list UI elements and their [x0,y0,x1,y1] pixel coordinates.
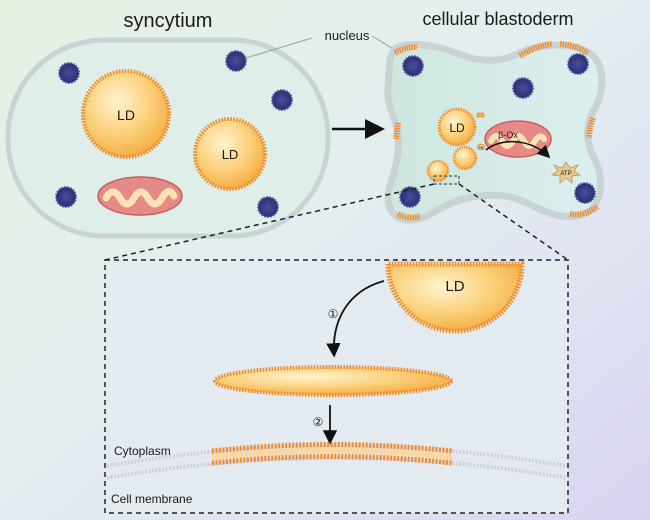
nucleus-icon [402,55,424,77]
lipid-droplet-medium [452,145,478,171]
flattened-lipid-droplet [213,365,453,397]
nucleus-icon [574,182,596,204]
nucleus-icon [399,186,421,208]
cell-membrane-label: Cell membrane [111,492,193,506]
syncytium-title: syncytium [124,10,213,32]
nucleus-icon [512,77,534,99]
lipid-droplet-blastoderm: LD [437,107,477,147]
nucleus-icon [58,62,80,84]
ld-label: LD [222,147,239,162]
membrane-patches [393,41,600,221]
syncytium-cell [5,37,331,239]
nucleus-icon [225,50,247,72]
nucleus-icon [567,53,589,75]
mitochondrion-blastoderm [484,120,552,158]
ld-label: LD [449,121,465,135]
fatty-acid-fragment [476,112,485,118]
step1-arrow [326,280,385,358]
zoom-line-right [458,183,569,261]
beta-ox-arrow [485,140,551,159]
zoom-line-left [104,183,435,261]
nucleus-icon [55,186,77,208]
lipid-droplet-large: LD [81,69,171,159]
atp-icon: ATP [550,161,582,184]
ld-label: LD [117,107,135,123]
nucleus-label: nucleus [325,28,370,43]
fa-icon [476,143,486,151]
beta-ox-label: β-Ox [498,130,518,140]
nucleus-icon [257,196,279,218]
lipid-droplet-inset: LD [385,261,525,334]
zoom-region [433,175,460,185]
atp-label: ATP [560,171,571,177]
blastoderm-title: cellular blastoderm [422,9,573,29]
nucleus-icon [271,89,293,111]
cytoplasm-label: Cytoplasm [114,444,171,458]
step1-label: ① [328,307,339,321]
lipid-droplet-small [426,159,450,183]
ld-label: LD [445,278,464,295]
membrane-lipid-patch [211,442,453,466]
nucleus-pointer-left [245,37,313,59]
mitochondrion [97,176,183,216]
step2-label: ② [313,415,324,429]
lipid-droplet-small: LD [193,117,267,191]
fa-label: FA [479,145,484,150]
